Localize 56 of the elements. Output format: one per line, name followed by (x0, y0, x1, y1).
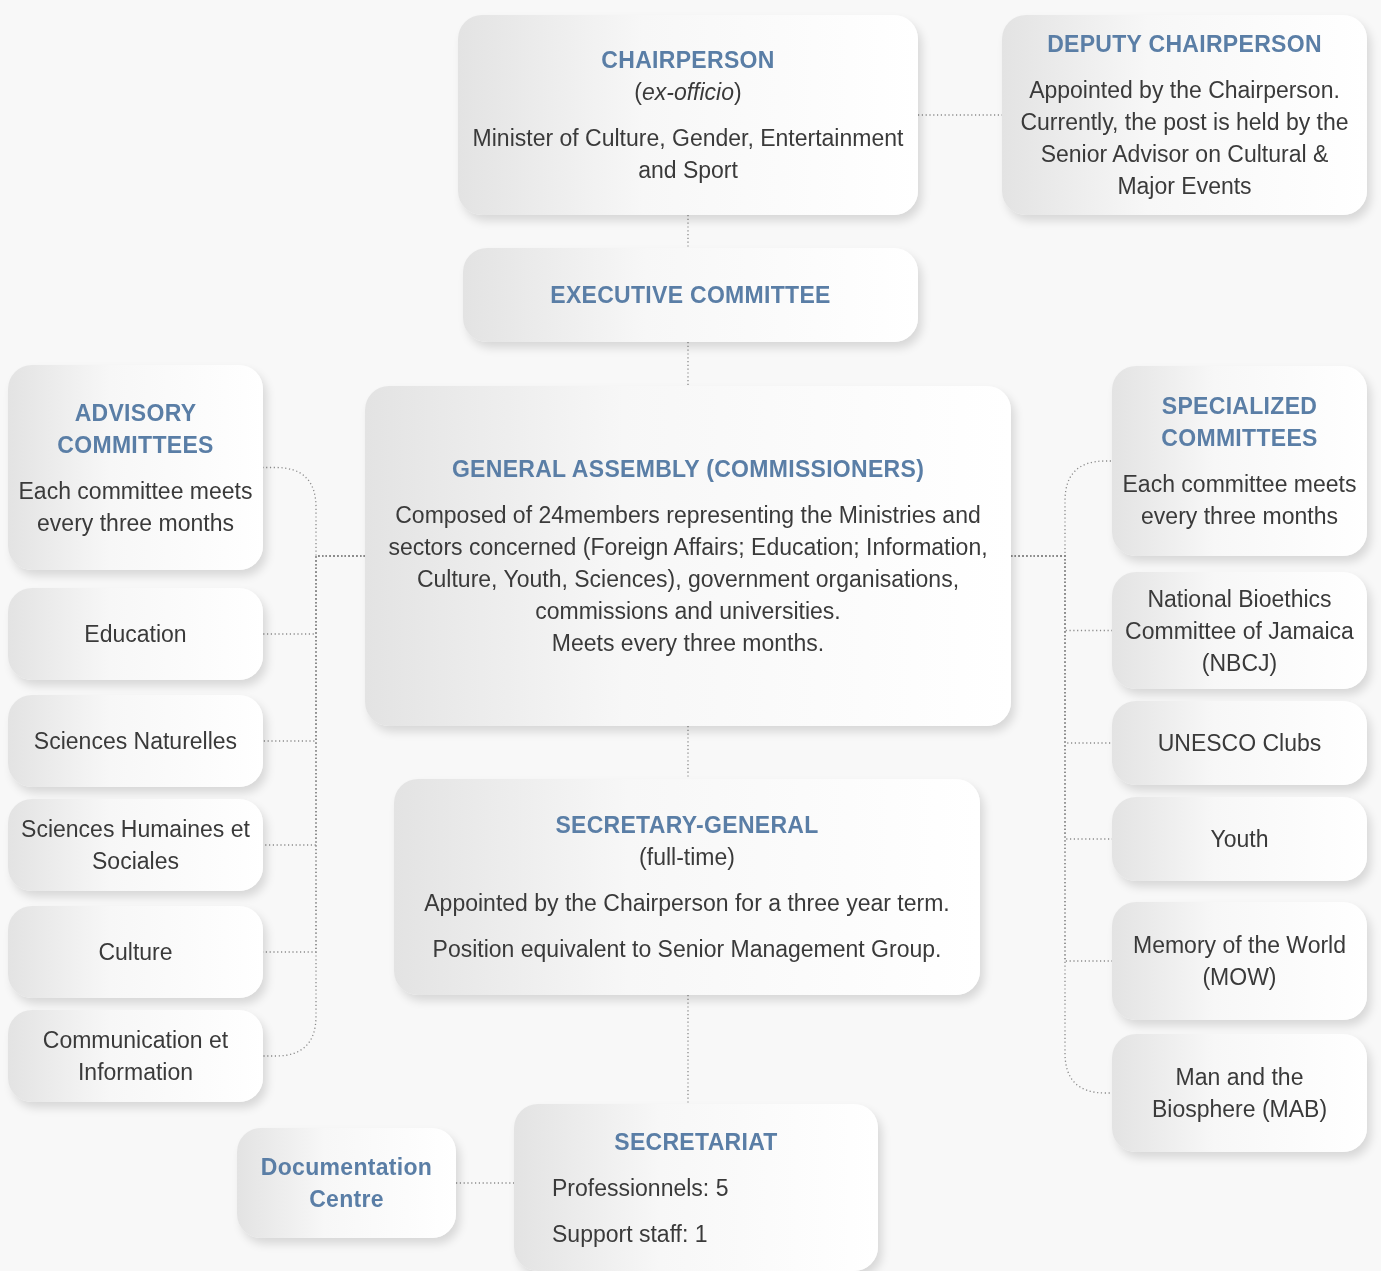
node-text: Position equivalent to Senior Management Group. (432, 935, 942, 964)
deputy-box (1002, 15, 1367, 215)
connector-line (1010, 555, 1113, 1094)
node-text: National Bioethics Committee of Jamaica (NBCJ) (1124, 584, 1355, 678)
committee-box (1112, 1034, 1367, 1152)
node-text: Sciences Naturelles (33, 727, 238, 756)
centre-box (237, 1128, 456, 1238)
node-text: Composed of 24members representing the Ministries and sectors concerned (Foreign Affairs; Education; Information, Culture, Youth, Sciences), government organisations, commissions and universities. (387, 501, 989, 626)
committee-box (1112, 366, 1367, 556)
node-heading: GENERAL ASSEMBLY (COMMISSIONERS) (451, 455, 925, 484)
connector-line (687, 725, 689, 780)
committee-box (8, 365, 263, 570)
node-heading: Documentation Centre (259, 1153, 434, 1214)
committee-box (8, 906, 263, 998)
node-text: Memory of the World (MOW) (1132, 931, 1347, 992)
committee-box (8, 799, 263, 891)
committee-box (8, 588, 263, 680)
secretary-box (394, 779, 980, 995)
node-heading: CHAIRPERSON (601, 46, 775, 75)
node-text: Youth (1210, 825, 1269, 854)
committee-box (1112, 572, 1367, 689)
node-text: Communication et Information (41, 1026, 230, 1087)
committee-box (463, 248, 918, 342)
node-heading: DEPUTY CHAIRPERSON (1047, 30, 1322, 59)
assembly-box (365, 386, 1011, 726)
node-heading: SECRETARY-GENERAL (555, 811, 819, 840)
node-text: Appointed by the Chairperson for a three year term. (424, 889, 950, 918)
connector-line (687, 341, 689, 387)
committee-box (8, 695, 263, 787)
committee-box (1112, 797, 1367, 881)
connector-line (262, 555, 366, 1057)
node-text: (full-time) (639, 843, 735, 872)
node-heading: SECRETARIAT (614, 1127, 778, 1157)
node-text: Education (84, 620, 187, 649)
node-text: Culture (98, 938, 173, 967)
node-text: Sciences Humaines et Sociales (20, 815, 251, 876)
connector-line (687, 214, 689, 249)
committee-box (8, 1010, 263, 1102)
node-text: Meets every three months. (551, 629, 825, 658)
committee-box (1112, 902, 1367, 1020)
node-heading: ADVISORY COMMITTEES (56, 398, 215, 460)
chairperson-box (458, 15, 918, 215)
node-text: UNESCO Clubs (1157, 729, 1322, 758)
node-text: Minister of Culture, Gender, Entertainment and Sport (471, 124, 905, 185)
node-text: Man and the Biosphere (MAB) (1150, 1063, 1329, 1124)
node-text: Support staff: 1 (551, 1219, 708, 1249)
node-text: Appointed by the Chairperson. Currently, the post is held by the Senior Advisor on Cultural & Major Events (1019, 76, 1350, 201)
committee-box (1112, 701, 1367, 785)
connector-line (687, 994, 689, 1105)
node-heading: EXECUTIVE COMMITTEE (550, 281, 831, 310)
secretariat-box (514, 1104, 878, 1271)
node-heading: SPECIALIZED COMMITTEES (1160, 392, 1319, 453)
node-text: (ex-officio) (634, 78, 742, 107)
node-text: Professionnels: 5 (551, 1173, 729, 1203)
node-text: Each committee meets every three months (1122, 470, 1357, 531)
node-text: Each committee meets every three months (18, 476, 253, 538)
